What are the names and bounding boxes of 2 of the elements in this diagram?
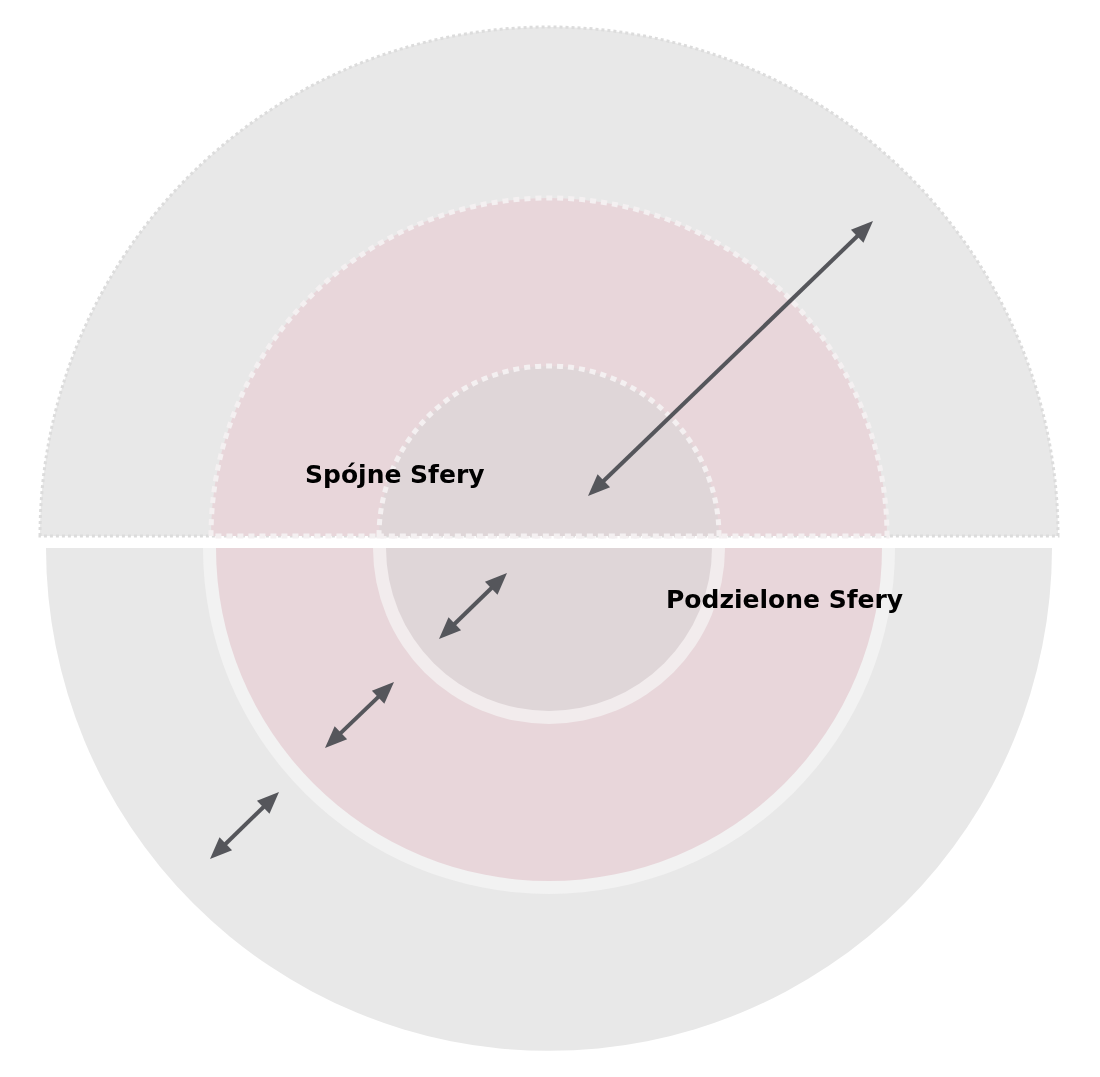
region-label: Podzielone Sfery (666, 585, 904, 614)
region-label: Spójne Sfery (305, 460, 485, 489)
